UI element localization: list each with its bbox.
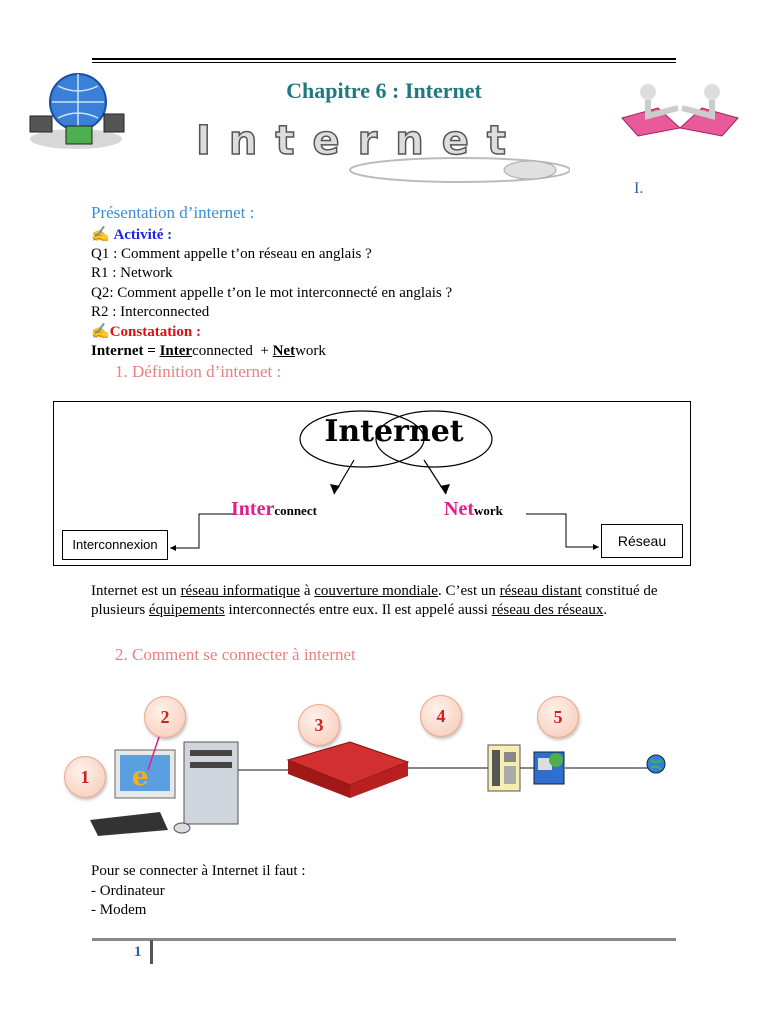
constatation-label: Constatation : <box>109 324 201 340</box>
top-rule-thin <box>92 62 676 63</box>
footer-divider <box>150 940 153 964</box>
internet-banner: Internet <box>150 117 570 183</box>
step-badge-2: 2 <box>144 696 186 738</box>
formula-line: Internet = Interconnected + Network <box>91 342 326 361</box>
question-2: Q2: Comment appelle t’on le mot intercon… <box>91 285 453 301</box>
reseau-box: Réseau <box>601 524 683 558</box>
connection-diagram: e <box>90 733 666 836</box>
telephone-icon <box>487 744 521 792</box>
activity-label: Activité : <box>113 227 173 243</box>
network-icon <box>533 751 565 785</box>
step-badge-5: 5 <box>537 696 579 738</box>
modem-icon <box>286 741 410 798</box>
def-underlined: réseau des réseaux <box>491 602 604 618</box>
def-underlined: réseau distant <box>499 583 582 599</box>
def-underlined: réseau informatique <box>180 583 301 599</box>
diagram-work: work <box>473 503 503 518</box>
globe-icon <box>646 754 666 774</box>
page-title: Chapitre 6 : Internet <box>286 78 482 103</box>
formula-net: Net <box>272 343 296 359</box>
diagram-center-word: Internet <box>324 414 464 449</box>
diagram-interconnect: Interconnect <box>231 498 317 521</box>
step-badge-1: 1 <box>64 756 106 798</box>
formula-net-rest: work <box>295 343 326 359</box>
requirements-intro: Pour se connecter à Internet il faut : <box>91 863 306 879</box>
globe-devices-illustration <box>29 73 125 149</box>
definition-paragraph: Internet est un réseau informatique à co… <box>91 582 681 620</box>
activity-line: ✍ Activité : <box>91 226 172 245</box>
def-text: . C’est un <box>437 583 500 599</box>
formula-inter-rest: connected <box>192 343 253 359</box>
formula-word: Internet <box>91 343 144 359</box>
requirement-item: - Ordinateur <box>91 883 165 899</box>
diagram-connect: connect <box>274 503 317 518</box>
formula-eq: = <box>143 343 160 359</box>
formula-inter: Inter <box>159 343 193 359</box>
diagram-inter: Inter <box>231 498 275 520</box>
banner-text: Internet <box>195 117 525 165</box>
def-underlined: équipements <box>148 602 225 618</box>
question-1: Q1 : Comment appelle t’on réseau en angl… <box>91 246 372 262</box>
roman-numeral: I. <box>634 180 644 197</box>
step-badge-4: 4 <box>420 695 462 737</box>
section-title: Présentation d’internet : <box>91 203 255 222</box>
page-number: 1 <box>134 944 142 960</box>
def-text: Internet est un <box>91 583 181 599</box>
diagram-net: Net <box>444 498 474 520</box>
step-badge-3: 3 <box>298 704 340 746</box>
def-text: constitué de plusieurs <box>91 583 658 618</box>
formula-plus: + <box>252 343 273 359</box>
answer-2: R2 : Interconnected <box>91 304 210 320</box>
pencil-hand-icon: ✍ <box>91 227 110 243</box>
interconnexion-box: Interconnexion <box>62 530 168 560</box>
def-text: à <box>300 583 315 599</box>
top-rule <box>92 58 676 60</box>
subheading-definition: 1. Définition d’internet : <box>115 362 282 381</box>
answer-1: R1 : Network <box>91 265 173 281</box>
def-text: . <box>603 602 608 618</box>
footer-rule <box>92 938 676 941</box>
svg-text:e: e <box>132 762 149 792</box>
handshake-icon <box>621 84 739 137</box>
def-text: interconnectés entre eux. Il est appelé … <box>224 602 492 618</box>
diagram-network: Network <box>444 498 503 521</box>
internet-diagram: Internet Interconnect Network Interconne… <box>53 401 691 566</box>
pencil-hand-icon: ✍ <box>91 324 110 340</box>
computer-icon: e <box>90 741 239 836</box>
subheading-connect: 2. Comment se connecter à internet <box>115 645 356 664</box>
def-underlined: couverture mondiale <box>314 583 438 599</box>
constatation-line: ✍Constatation : <box>91 323 201 342</box>
requirement-item: - Modem <box>91 902 147 918</box>
